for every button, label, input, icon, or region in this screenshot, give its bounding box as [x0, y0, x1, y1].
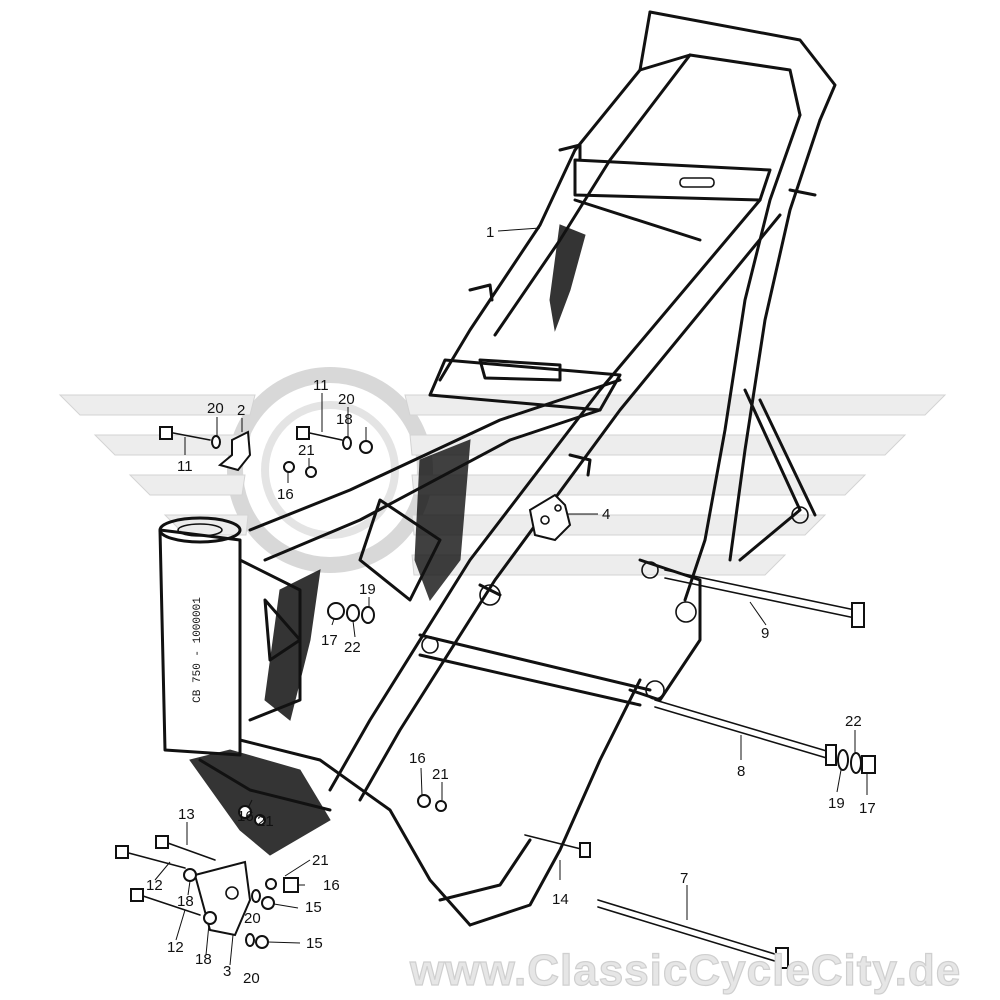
main-frame: CB 750 - 1000001 [158, 10, 837, 927]
washer-21-lower [435, 800, 447, 812]
callout-12-lower: 12 [167, 939, 184, 956]
bolt-9 [664, 569, 865, 628]
callout-7: 7 [680, 870, 688, 887]
callout-14: 14 [552, 891, 569, 908]
nut-16-left [283, 461, 295, 473]
nut-16-right-lower [283, 877, 299, 893]
washer-20-mid [342, 436, 352, 450]
nut-17-right [861, 755, 876, 774]
callout-11-mid: 11 [313, 377, 329, 394]
callout-11-left: 11 [177, 458, 193, 475]
callout-20-left: 20 [207, 400, 224, 417]
washer-18-lower [203, 911, 217, 925]
callout-16-right: 16 [323, 877, 340, 894]
bolt-13 [155, 835, 216, 861]
part-3-plate [193, 860, 252, 937]
part-4-bracket [528, 493, 572, 542]
callout-12-upper: 12 [146, 877, 163, 894]
callout-20-mid: 20 [338, 391, 355, 408]
washer-21-left [305, 466, 317, 478]
callout-17-right: 17 [859, 800, 876, 817]
bolt-7 [597, 899, 789, 969]
callout-20-lower-b: 20 [243, 970, 260, 987]
washer-22-right [850, 752, 862, 774]
callout-1: 1 [486, 224, 494, 241]
callout-4: 4 [602, 506, 610, 523]
washer-15-lower-a [261, 896, 275, 910]
nut-18-mid [359, 440, 373, 454]
callout-21-left: 21 [298, 442, 315, 459]
callout-15-lower: 15 [306, 935, 323, 952]
bolt-12-lower [130, 888, 201, 916]
bolt-11-mid [296, 426, 343, 441]
part-2-bracket [217, 430, 252, 472]
callout-16-steer: 16 [237, 808, 254, 825]
nut-16-lower [417, 794, 431, 808]
washer-20-left [211, 435, 221, 449]
callout-16-left: 16 [277, 486, 294, 503]
callout-16-lower: 16 [409, 750, 426, 767]
washer-21-right-lower [265, 878, 277, 890]
bolt-8 [654, 699, 837, 766]
washer-19-mid [361, 606, 375, 624]
callout-18-mid: 18 [336, 411, 353, 428]
callout-17-mid: 17 [321, 632, 338, 649]
callout-13: 13 [178, 806, 195, 823]
callout-15-upper: 15 [305, 899, 322, 916]
svg-text:CB 750 - 1000001: CB 750 - 1000001 [192, 597, 204, 703]
callout-19-right: 19 [828, 795, 845, 812]
nut-17-mid [327, 602, 345, 620]
callout-21-lower: 21 [432, 766, 449, 783]
callout-22-mid: 22 [344, 639, 361, 656]
leader-lines [154, 227, 868, 966]
washer-15-lower-b [255, 935, 269, 949]
callout-18-upper: 18 [177, 893, 194, 910]
watermark-logo [58, 367, 947, 576]
washer-22-mid [346, 604, 360, 622]
callout-2: 2 [237, 402, 245, 419]
callout-8: 8 [737, 763, 745, 780]
watermark-text: www.ClassicCycleCity.de [409, 946, 961, 995]
callout-21-steer: 21 [257, 813, 274, 830]
washer-18-upper [183, 868, 197, 882]
callout-labels: 1 2 3 4 7 8 9 11 11 11 12 12 13 14 15 15… [146, 224, 876, 987]
nut-16-steer [238, 805, 252, 819]
callout-22-right: 22 [845, 713, 862, 730]
bolt-14 [524, 834, 591, 858]
callout-3: 3 [223, 963, 231, 980]
callout-9: 9 [761, 625, 769, 642]
washer-20-lower-a [251, 889, 261, 903]
washer-19-right [837, 749, 849, 771]
bolt-11-left [159, 426, 211, 441]
callout-21-right: 21 [312, 852, 329, 869]
callout-19-mid: 19 [359, 581, 376, 598]
callout-20-lower-a: 20 [244, 910, 261, 927]
callout-18-lower: 18 [195, 951, 212, 968]
washer-20-lower-b [245, 933, 255, 947]
bolt-12-upper [115, 845, 186, 869]
